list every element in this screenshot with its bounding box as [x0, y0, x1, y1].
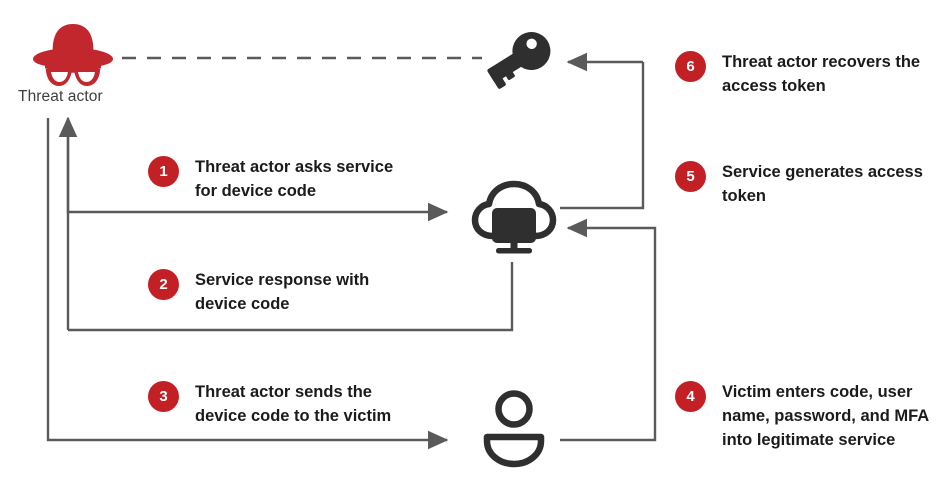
arrow-step-5: [560, 62, 645, 210]
key-icon: [487, 31, 551, 89]
step-1-text: Threat actor asks service for device cod…: [195, 158, 394, 200]
hat-sunglasses-threat-actor-icon: [33, 24, 113, 86]
person-victim-icon: [483, 390, 545, 468]
step-6-text: Threat actor recovers the access token: [722, 53, 921, 95]
step-3-text: Threat actor sends the device code to th…: [195, 383, 392, 425]
step-2: 2 Service response with device code: [148, 268, 418, 316]
access-token-node: [472, 25, 562, 95]
cloud-monitor-service-icon: [471, 180, 557, 254]
step-2-badge: 2: [148, 269, 179, 300]
step-4-text: Victim enters code, user name, password,…: [722, 383, 930, 449]
arrow-step-4: [560, 218, 657, 442]
service-node: [468, 180, 560, 260]
victim-node: [478, 388, 550, 470]
arrow-step-3: [46, 118, 449, 450]
arrow-step-2: [58, 116, 514, 332]
step-5-text: Service generates access token: [722, 163, 923, 205]
step-3-badge: 3: [148, 381, 179, 412]
step-4-badge: 4: [675, 381, 706, 412]
step-6-badge: 6: [675, 51, 706, 82]
step-2-text: Service response with device code: [195, 271, 370, 313]
step-4: 4 Victim enters code, user name, passwor…: [675, 380, 937, 452]
step-5-badge: 5: [675, 161, 706, 192]
step-3: 3 Threat actor sends the device code to …: [148, 380, 433, 428]
step-6: 6 Threat actor recovers the access token: [675, 50, 937, 98]
step-1: 1 Threat actor asks service for device c…: [148, 155, 418, 203]
step-5: 5 Service generates access token: [675, 160, 937, 208]
step-1-badge: 1: [148, 156, 179, 187]
threat-actor-label: Threat actor: [18, 88, 103, 105]
threat-actor-node: [25, 18, 121, 98]
